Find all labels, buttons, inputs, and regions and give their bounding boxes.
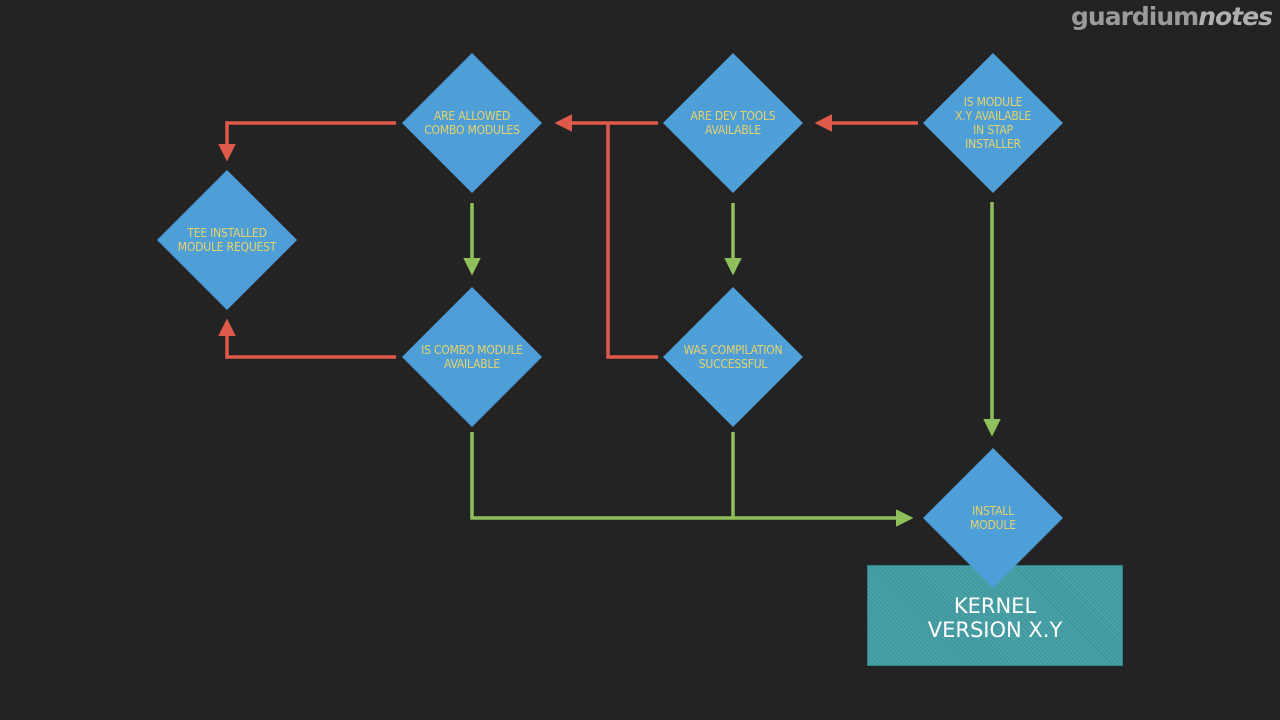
brand-logo: guardiumnotes bbox=[1071, 2, 1273, 31]
diamond-is-combo-module-available bbox=[402, 287, 542, 427]
brand-logo-part1: guardium bbox=[1071, 2, 1199, 31]
kernel-version-label: KERNEL VERSION X.Y bbox=[927, 594, 1063, 642]
edge-compilation-to-combo bbox=[606, 123, 658, 359]
diamond-is-module-xy-available bbox=[923, 53, 1063, 193]
diamond-are-allowed-combo-modules bbox=[402, 53, 542, 193]
diamond-tee-installed-module-request bbox=[157, 170, 297, 310]
edge-combo-available-to-install bbox=[470, 432, 914, 527]
diamond-install-module bbox=[923, 448, 1063, 588]
brand-logo-part2: notes bbox=[1198, 2, 1273, 31]
edge-allowed-combo-to-tee bbox=[218, 121, 396, 162]
edge-combo-available-to-tee bbox=[218, 318, 396, 359]
diamond-was-compilation-successful bbox=[663, 287, 803, 427]
diamond-are-dev-tools-available bbox=[663, 53, 803, 193]
